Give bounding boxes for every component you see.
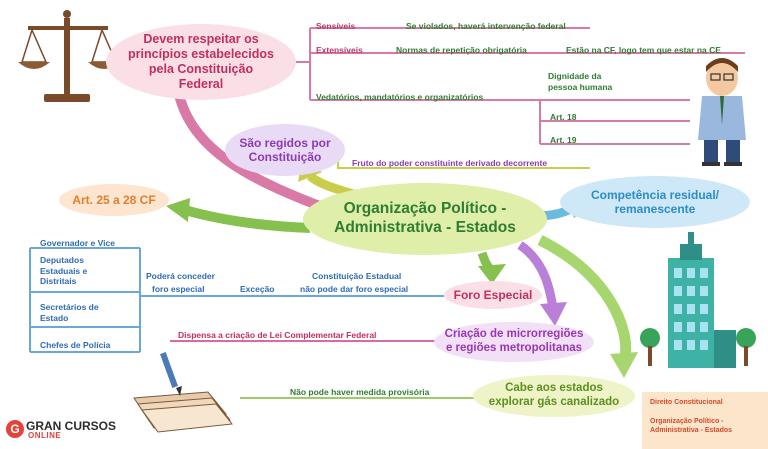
competencia-node-label: Competência residual/ remanescente (590, 187, 720, 216)
medida-label: Não pode haver medida provisória (290, 387, 430, 397)
foro-branch-lines (29, 247, 444, 353)
principios-branch-lines (296, 27, 745, 145)
central-node-label: Organização Político - Administrativa - … (334, 200, 516, 236)
competencia-node: Competência residual/ remanescente (560, 176, 750, 228)
gas-node: Cabe aos estados explorar gás canalizado (473, 375, 635, 417)
microrregioes-node: Criação de microrregiões e regiões metro… (434, 322, 594, 362)
art19-label: Art. 19 (550, 135, 577, 145)
sensiveis-desc: Se violados, haverá intervenção federal (406, 21, 566, 31)
constituicao-line-2: não pode dar foro especial (300, 284, 409, 294)
logo-g-icon: G (6, 420, 24, 438)
dispensa-label: Dispensa a criação de Lei Complementar F… (178, 330, 377, 340)
excecao-label: Exceção (240, 284, 275, 294)
regidos-branch-lines (337, 160, 590, 169)
foro-node-label: Foro Especial (453, 287, 533, 302)
arrow-to-gas (537, 235, 632, 359)
subject-subtitle: Organização Político - Administrativa - … (650, 418, 733, 434)
principios-node-label: Devem respeitar os princípios estabeleci… (128, 32, 274, 91)
art18-label: Art. 18 (550, 112, 577, 122)
principios-node: Devem respeitar os princípios estabeleci… (106, 24, 296, 100)
logo-main-text: GRAN CURSOS (26, 419, 117, 433)
extensiveis-label: Extensíveis (316, 45, 363, 55)
artigos-node-label: Art. 25 a 28 CF (72, 192, 156, 207)
logo-sub-text: ONLINE (28, 431, 62, 440)
podera-line-2: foro especial (152, 284, 205, 294)
podera-line-1: Poderá conceder (146, 271, 215, 281)
gas-node-label: Cabe aos estados explorar gás canalizado (488, 382, 620, 408)
microrregioes-node-label: Criação de microrregiões e regiões metro… (444, 328, 584, 354)
documents-pen-icon (133, 352, 233, 433)
central-node: Organização Político - Administrativa - … (303, 183, 547, 255)
foro-node: Foro Especial (444, 281, 542, 309)
regidos-node: São regidos por Constituição (225, 124, 345, 176)
extensiveis-note: Estão na CF, logo tem que estar na CE (566, 45, 721, 55)
arrow-to-principios (173, 88, 332, 215)
subject-title: Direito Constitucional (650, 399, 723, 406)
building-icon (640, 232, 756, 368)
vedatorios-label: Vedatórios, mandatórios e organizatórios (316, 92, 484, 102)
gran-cursos-logo: G GRAN CURSOS ONLINE (6, 418, 126, 444)
scales-of-justice-icon (18, 10, 120, 102)
teacher-figure-icon (698, 58, 746, 166)
cargo-chefes: Chefes de Polícia (40, 340, 111, 350)
subject-info-box: Direito Constitucional Organização Polít… (642, 392, 768, 449)
arrow-to-artigos (183, 205, 311, 233)
artigos-node: Art. 25 a 28 CF (59, 184, 169, 216)
cargo-governador: Governador e Vice (40, 238, 115, 248)
constituicao-line-1: Constituição Estadual (312, 271, 402, 281)
extensiveis-desc: Normas de repetição obrigatória (396, 45, 527, 55)
arrow-to-micro (517, 241, 558, 309)
fruto-label: Fruto do poder constituinte derivado dec… (352, 158, 548, 168)
dignidade-line-2: pessoa humana (548, 82, 613, 92)
regidos-node-label: São regidos por Constituição (239, 135, 331, 164)
cargo-deputados: Deputados Estaduais e Distritais (40, 255, 88, 287)
dignidade-line-1: Dignidade da (548, 71, 602, 81)
sensiveis-label: Sensíveis (316, 21, 356, 31)
cargo-secretarios: Secretários de Estado (40, 302, 99, 323)
